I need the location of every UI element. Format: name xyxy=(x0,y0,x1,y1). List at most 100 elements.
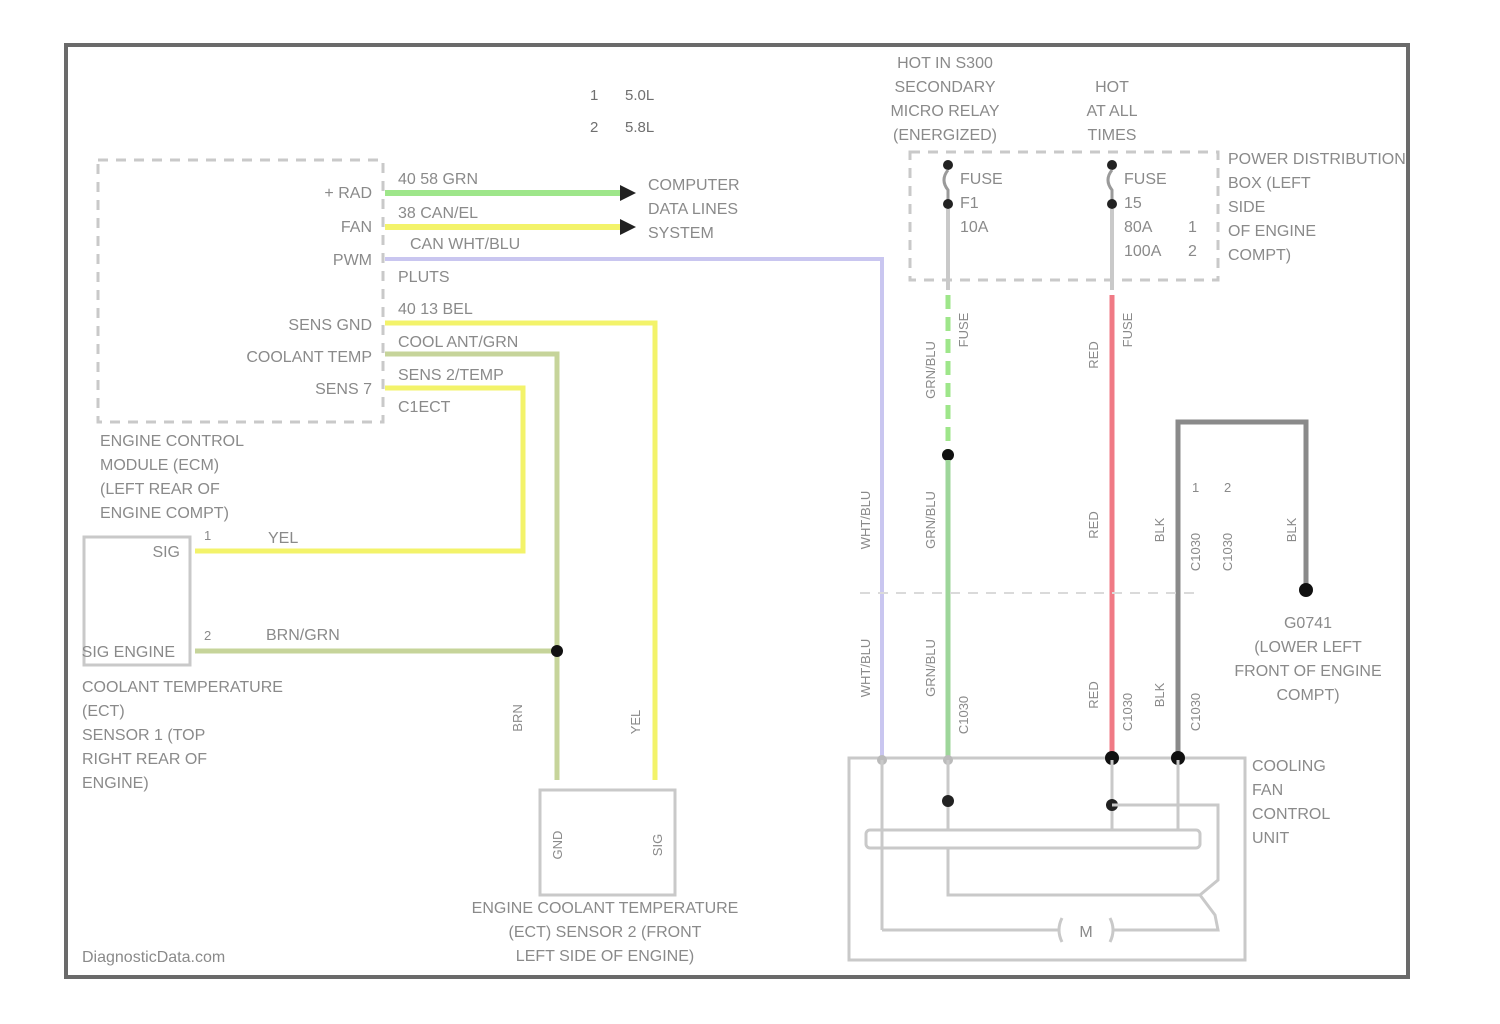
label-line: AT ALL xyxy=(1087,103,1138,120)
ecm-pin-coolant-temp: COOLANT TEMP xyxy=(246,349,372,366)
fuse-terminal xyxy=(1107,160,1117,170)
ecm-label: ENGINE CONTROL MODULE (ECM) (LEFT REAR O… xyxy=(100,433,244,522)
watermark: DiagnosticData.com xyxy=(82,949,225,966)
label-line: OF ENGINE xyxy=(1228,223,1316,240)
wire-label: PLUTS xyxy=(398,269,450,286)
ecm-label-line: MODULE (ECM) xyxy=(100,457,219,474)
ecm-label-line: ENGINE COMPT) xyxy=(100,505,229,522)
label-line: ENGINE COOLANT TEMPERATURE xyxy=(472,900,739,917)
wire-label: 38 CAN/EL xyxy=(398,205,478,222)
label-line: COOLING xyxy=(1252,758,1326,775)
wire-label: RED xyxy=(1086,511,1101,538)
fuse-label: FUSE xyxy=(1124,171,1167,188)
label-line: FRONT OF ENGINE xyxy=(1234,663,1381,680)
wire-label: C1ECT xyxy=(398,399,451,416)
label-line: COOLANT TEMPERATURE xyxy=(82,679,283,696)
label-line: ENGINE) xyxy=(82,775,149,792)
wire-label: COOL ANT/GRN xyxy=(398,334,518,351)
fuse-icon xyxy=(942,169,950,200)
pin-number: 1 xyxy=(1188,219,1197,236)
wire-label: FUSE xyxy=(1120,312,1135,347)
wire-label: C1030 xyxy=(1188,693,1203,731)
diagram-frame xyxy=(64,43,1410,979)
pin-number: 2 xyxy=(1224,480,1231,495)
label-line: G0741 xyxy=(1284,615,1332,632)
label-line: COMPT) xyxy=(1228,247,1291,264)
motor-icon: M xyxy=(1057,917,1115,943)
fuse-number: F1 xyxy=(960,195,979,212)
label-line: COMPUTER xyxy=(648,177,740,194)
fuse-rating: 80A xyxy=(1124,219,1153,236)
label-line: SECONDARY xyxy=(894,79,995,96)
legend-text-2: 5.8L xyxy=(625,119,654,136)
ecm-pin-pwm: PWM xyxy=(333,252,372,269)
ground-icon xyxy=(1299,583,1313,597)
ect-sensor-2-label: ENGINE COOLANT TEMPERATURE (ECT) SENSOR … xyxy=(472,900,739,965)
pin-number: 2 xyxy=(204,628,211,643)
label-line: (ENERGIZED) xyxy=(893,127,997,144)
label-line: RIGHT REAR OF xyxy=(82,751,207,768)
wire-yellow-sig xyxy=(195,385,526,554)
fan-control-unit-box xyxy=(847,756,1247,962)
label-line: (ECT) SENSOR 2 (FRONT xyxy=(509,924,702,941)
pin-dot xyxy=(1171,751,1185,765)
wire-label: FUSE xyxy=(956,312,971,347)
fuse-terminal xyxy=(943,160,953,170)
wire-label: SENS 2/TEMP xyxy=(398,367,504,384)
fuse-terminal xyxy=(1107,199,1117,209)
motor-label: M xyxy=(1079,924,1092,941)
wire-label: WHT/BLU xyxy=(858,639,873,698)
fuse-rating: 100A xyxy=(1124,243,1162,260)
wire-label: 40 58 GRN xyxy=(398,171,478,188)
fan-control-unit-label: COOLING FAN CONTROL UNIT xyxy=(1252,758,1330,847)
wire-label: C1030 xyxy=(956,696,971,734)
fuse-number: 15 xyxy=(1124,195,1142,212)
ect1-pin-sig-engine: SIG ENGINE xyxy=(82,644,175,661)
ect2-pin-sig: SIG xyxy=(650,834,665,856)
label-line: MICRO RELAY xyxy=(890,103,999,120)
ecm-pins: + RAD FAN PWM SENS GND COOLANT TEMP SENS… xyxy=(246,185,372,398)
ect2-pin-gnd: GND xyxy=(550,831,565,860)
pin-number: 1 xyxy=(1192,480,1199,495)
ground-label: G0741 (LOWER LEFT FRONT OF ENGINE COMPT) xyxy=(1234,615,1381,704)
label-line: POWER DISTRIBUTION xyxy=(1228,151,1406,168)
wire-olive-coolant xyxy=(385,351,560,780)
label-line: BOX (LEFT xyxy=(1228,175,1311,192)
label-line: SIDE xyxy=(1228,199,1265,216)
ecm-wire-labels: 40 58 GRN 38 CAN/EL CAN WHT/BLU PLUTS 40… xyxy=(398,171,520,416)
fuse-label: FUSE xyxy=(960,171,1003,188)
ecm-box xyxy=(96,158,385,424)
label-line: LEFT SIDE OF ENGINE) xyxy=(516,948,694,965)
fuse-terminal xyxy=(943,199,953,209)
internal-wire xyxy=(946,848,1200,897)
pin-number: 1 xyxy=(204,528,211,543)
label-line: HOT xyxy=(1095,79,1129,96)
fan-wire-labels: WHT/BLU WHT/BLU GRN/BLU GRN/BLU GRN/BLU … xyxy=(858,312,1299,734)
label-line: SENSOR 1 (TOP xyxy=(82,727,205,744)
label-line: (ECT) xyxy=(82,703,125,720)
ect-sensor-1-box xyxy=(82,535,192,667)
hot-all-label: HOT AT ALL TIMES xyxy=(1087,79,1138,144)
label-line: CONTROL xyxy=(1252,806,1330,823)
wire-label: WHT/BLU xyxy=(858,491,873,550)
fuse-icon xyxy=(1106,169,1114,200)
label-line: TIMES xyxy=(1088,127,1137,144)
power-distribution-box xyxy=(908,150,1220,282)
wire-label: BRN/GRN xyxy=(266,627,340,644)
ect-sensor-2-box xyxy=(538,788,677,897)
label-line: (LOWER LEFT xyxy=(1254,639,1362,656)
wire-yellow-sens xyxy=(385,320,658,780)
arrow-icon xyxy=(620,219,636,235)
wire-label: C1030 xyxy=(1120,693,1135,731)
splice-dot xyxy=(551,645,563,657)
wire-label: YEL xyxy=(268,530,298,547)
wire-label: C1030 xyxy=(1188,533,1203,571)
wire-label: BLK xyxy=(1284,517,1299,542)
ecm-pin-sens: SENS 7 xyxy=(315,381,372,398)
computer-data-lines-label: COMPUTER DATA LINES SYSTEM xyxy=(648,177,740,242)
wire-label: GRN/BLU xyxy=(923,639,938,697)
legend-text-1: 5.0L xyxy=(625,87,654,104)
label-line: HOT IN S300 xyxy=(897,55,993,72)
hot-relay-label: HOT IN S300 SECONDARY MICRO RELAY (ENERG… xyxy=(890,55,999,144)
label-line: FAN xyxy=(1252,782,1283,799)
